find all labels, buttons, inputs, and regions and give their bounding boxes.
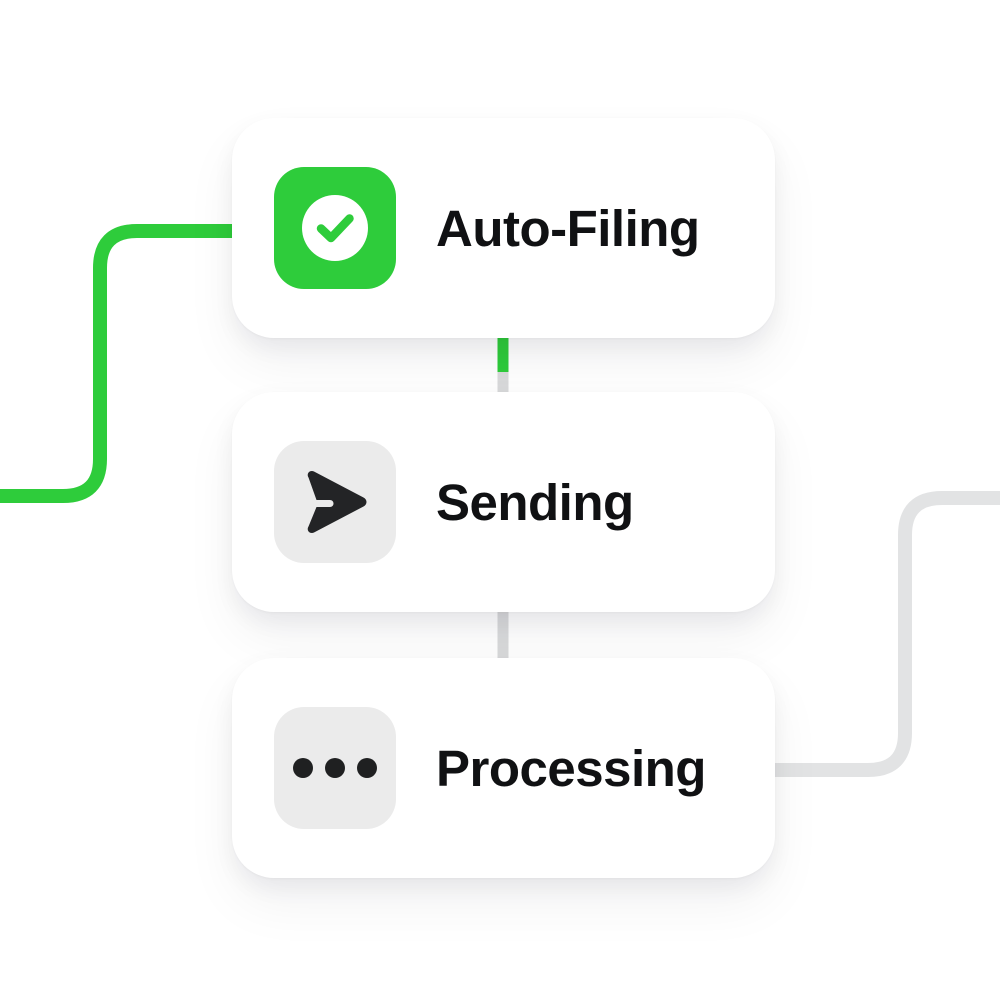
three-dots-glyph [293, 758, 377, 778]
dot-2 [325, 758, 345, 778]
step-label-sending: Sending [436, 473, 634, 531]
three-dots-icon [274, 707, 396, 829]
step-card-processing[interactable]: Processing [232, 658, 775, 878]
dot-1 [293, 758, 313, 778]
step-label-auto-filing: Auto-Filing [436, 199, 700, 257]
step-card-sending[interactable]: Sending [232, 392, 775, 612]
dot-3 [357, 758, 377, 778]
send-arrow-icon [274, 441, 396, 563]
step-card-auto-filing[interactable]: Auto-Filing [232, 118, 775, 338]
inbound-left-connector [0, 224, 244, 503]
outbound-right-connector [762, 491, 1000, 777]
step-label-processing: Processing [436, 739, 706, 797]
check-circle-icon [274, 167, 396, 289]
